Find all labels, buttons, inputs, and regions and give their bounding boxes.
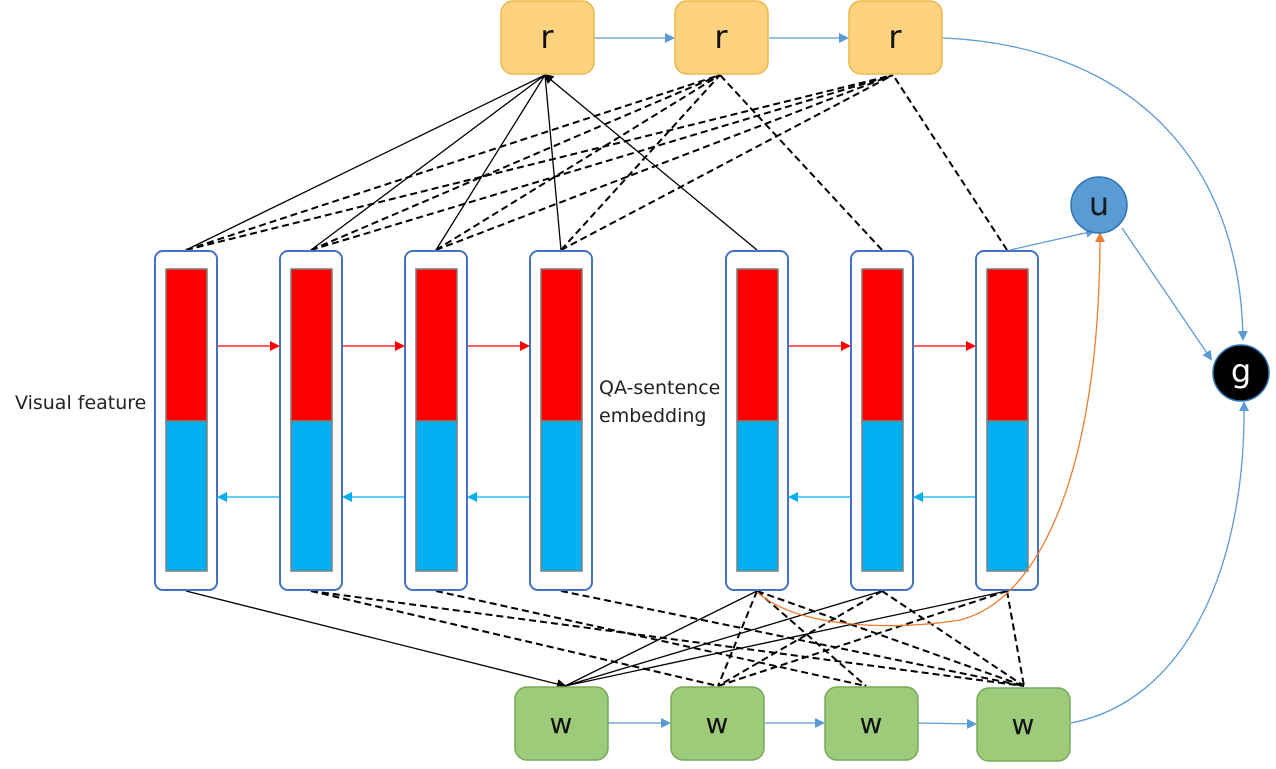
w-node: w (824, 686, 919, 761)
feature-column (404, 250, 468, 591)
column-to-u-line (1009, 227, 1096, 251)
edge-dashed (185, 74, 721, 251)
edge-dashed (1006, 590, 1025, 687)
w-node-label: w (706, 707, 729, 740)
w-node: w (976, 687, 1071, 762)
qa-sentence-label: QA-sentence (599, 377, 720, 399)
u-to-g-line (1121, 227, 1213, 361)
edge-solid (185, 74, 546, 251)
edge-dashed (717, 590, 883, 687)
feature-column (154, 250, 218, 591)
w-chain-arrow (917, 718, 977, 729)
edge-solid (435, 74, 546, 251)
edge-dashed (881, 590, 1025, 687)
edge-dashed (435, 74, 894, 251)
feature-column (975, 250, 1039, 591)
edge-dashed (756, 590, 867, 687)
edge-dashed (310, 590, 719, 687)
edge-dashed (560, 74, 894, 251)
edge-dashed (560, 74, 721, 251)
r-nodes: r r r (500, 0, 943, 75)
w-node-label: w (1012, 708, 1035, 741)
feature-column (850, 250, 914, 591)
edge-dashed (435, 590, 867, 687)
edge-solid (543, 73, 758, 251)
edge-dashed (310, 74, 894, 251)
w-node-label: w (550, 707, 573, 740)
bottom-attention-edges (185, 590, 1025, 689)
edge-solid (310, 74, 546, 251)
w-node: w (514, 686, 609, 761)
output-curves (756, 37, 1250, 724)
edge-dashed (892, 74, 1008, 251)
r-node: r (848, 0, 943, 75)
edge-dashed (719, 74, 883, 251)
r-node-label: r (888, 18, 902, 56)
feature-column (725, 250, 789, 591)
w-to-g-curve (1070, 401, 1250, 724)
feature-column (279, 250, 343, 591)
r-node: r (500, 0, 595, 75)
edge-dashed (756, 590, 1025, 687)
g-node-label: g (1231, 352, 1251, 390)
u-node-label: u (1089, 185, 1109, 223)
r-node-label: r (714, 18, 728, 56)
edge-dashed (435, 74, 721, 251)
edge-solid (185, 590, 567, 689)
w-nodes: w w w w (514, 686, 1071, 762)
w-node: w (670, 686, 765, 761)
edge-solid (544, 74, 562, 251)
edge-solid (564, 590, 883, 687)
r-node: r (674, 0, 769, 75)
orange-curve-to-u (756, 232, 1105, 627)
edge-dashed (185, 74, 894, 251)
w-node-label: w (860, 707, 883, 740)
u-node: u (1070, 176, 1128, 234)
edge-solid (564, 590, 1008, 687)
edge-dashed (717, 590, 758, 687)
edge-dashed (717, 590, 1008, 687)
visual-feature-label: Visual feature (15, 392, 146, 414)
g-node: g (1212, 344, 1270, 402)
r-node-label: r (540, 18, 554, 56)
feature-column (529, 250, 593, 591)
edge-dashed (310, 590, 1025, 687)
embedding-label: embedding (599, 405, 706, 427)
w-chain-arrows (608, 718, 977, 729)
feature-columns (154, 250, 1039, 591)
edge-dashed (310, 74, 721, 251)
r-to-g-curve (941, 37, 1248, 341)
top-attention-edges (185, 73, 1008, 251)
edge-dashed (560, 590, 1025, 687)
